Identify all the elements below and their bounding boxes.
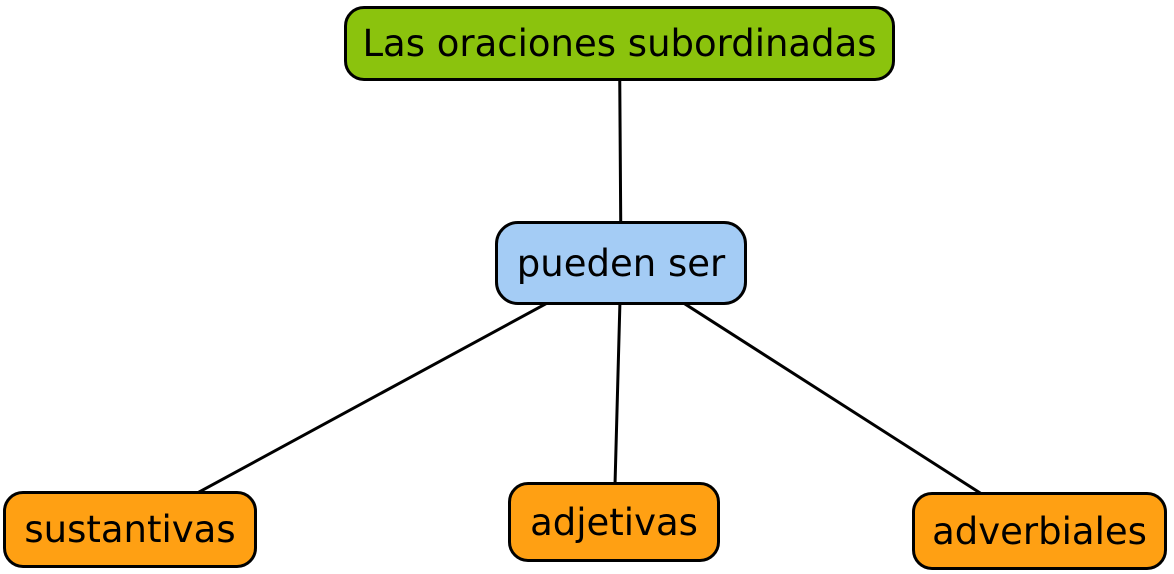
- node-pueden-ser[interactable]: pueden ser: [495, 221, 747, 305]
- node-adverbiales-label: adverbiales: [932, 509, 1147, 553]
- edge-link-child3: [619, 261, 1041, 533]
- node-adjetivas-label: adjetivas: [530, 500, 698, 544]
- node-sustantivas[interactable]: sustantivas: [3, 491, 257, 568]
- node-adjetivas[interactable]: adjetivas: [508, 482, 720, 562]
- node-root-label: Las oraciones subordinadas: [362, 22, 877, 65]
- edge-link-child1: [128, 261, 623, 531]
- node-las-oraciones-subordinadas[interactable]: Las oraciones subordinadas: [344, 6, 895, 81]
- node-adverbiales[interactable]: adverbiales: [912, 492, 1167, 570]
- node-link-label: pueden ser: [516, 241, 726, 285]
- node-sustantivas-label: sustantivas: [24, 508, 236, 551]
- edge-link-child2: [612, 261, 623, 524]
